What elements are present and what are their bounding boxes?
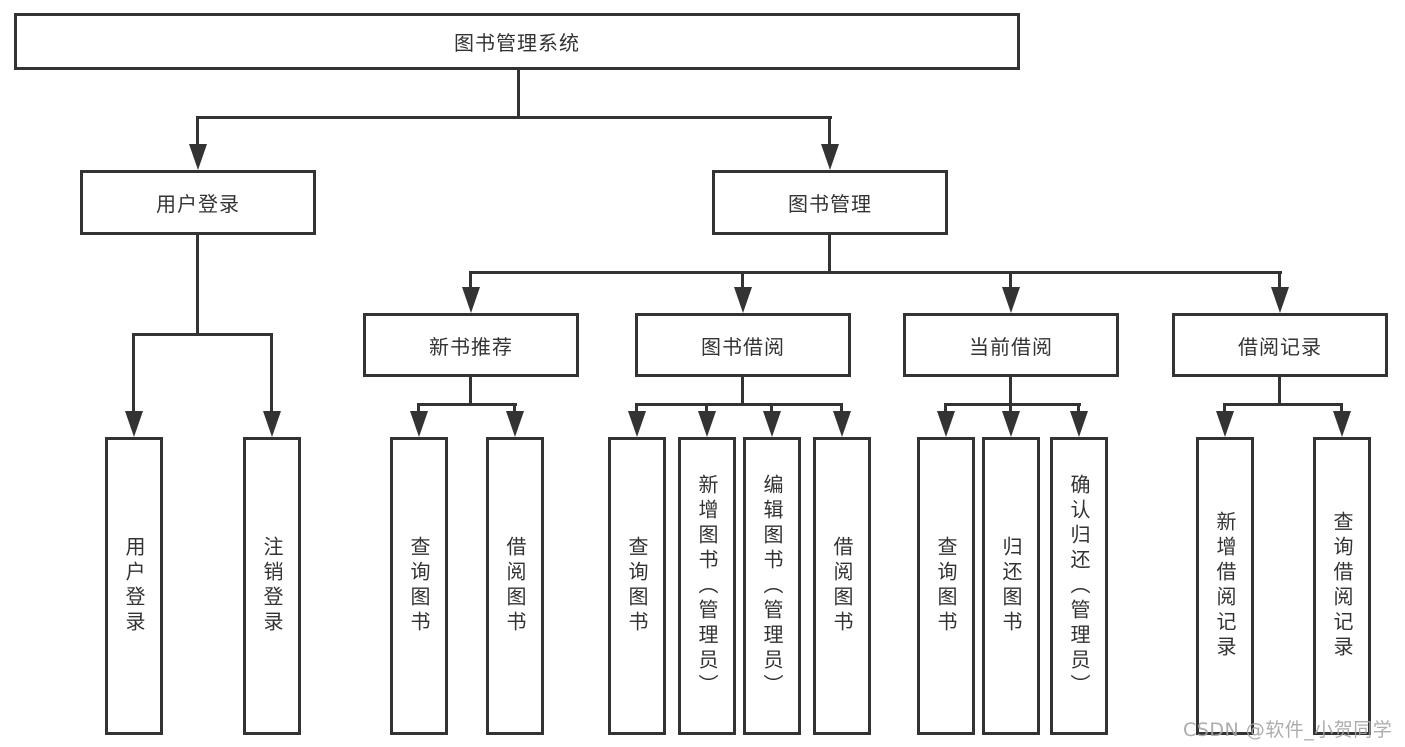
node-library-management-system: 图书管理系统 [14, 13, 1020, 70]
arrow-down-icon [1271, 287, 1289, 313]
node-current-borrowing: 当前借阅 [903, 313, 1119, 377]
node-label: 借阅图书 [830, 536, 854, 636]
arrow-down-icon [763, 411, 781, 437]
connector-shaft [469, 271, 472, 291]
arrow-down-icon [1002, 287, 1020, 313]
arrow-down-icon [628, 411, 646, 437]
leaf-borrow-books-borrowing: 借阅图书 [813, 437, 871, 735]
node-label: 当前借阅 [969, 334, 1053, 359]
connector-shaft [513, 403, 516, 415]
node-label: 归还图书 [999, 536, 1023, 636]
node-book-borrowing: 图书借阅 [635, 313, 851, 377]
node-user-login: 用户登录 [80, 170, 316, 235]
connector-stem [828, 235, 831, 274]
node-label: 用户登录 [122, 536, 146, 636]
node-label: 新书推荐 [429, 334, 513, 359]
node-label: 查询图书 [934, 536, 958, 636]
leaf-borrow-books-recommend: 借阅图书 [486, 437, 544, 735]
leaf-query-books-current: 查询图书 [917, 437, 975, 735]
arrow-down-icon [937, 411, 955, 437]
node-label: 查询图书 [625, 536, 649, 636]
node-label: 查询图书 [407, 536, 431, 636]
arrow-down-icon [410, 411, 428, 437]
leaf-user-login: 用户登录 [105, 437, 163, 735]
node-label: 图书管理 [788, 192, 872, 216]
node-label: 确认归还（管理员） [1067, 473, 1091, 699]
connector-branch [635, 403, 843, 406]
connector-shaft [1009, 403, 1012, 415]
node-label: 借阅图书 [503, 536, 527, 636]
node-label: 图书借阅 [701, 334, 785, 359]
connector-root-branch [197, 116, 832, 119]
node-label: 借阅记录 [1238, 334, 1322, 359]
connector-shaft [840, 403, 843, 415]
connector-shaft [741, 271, 744, 291]
connector-shaft [1223, 403, 1226, 415]
connector-shaft [635, 403, 638, 415]
connector-stem [741, 377, 744, 406]
arrow-down-icon [189, 144, 207, 170]
leaf-logout: 注销登录 [243, 437, 301, 735]
arrow-down-icon [506, 411, 524, 437]
leaf-return-books: 归还图书 [982, 437, 1040, 735]
leaf-query-borrow-record: 查询借阅记录 [1313, 437, 1371, 735]
leaf-query-books-recommend: 查询图书 [390, 437, 448, 735]
node-book-management: 图书管理 [712, 170, 948, 235]
connector-branch [944, 403, 1081, 406]
connector-stem [469, 377, 472, 406]
arrow-down-icon [1333, 411, 1351, 437]
connector-shaft [1077, 403, 1080, 415]
node-label: 新增借阅记录 [1213, 511, 1237, 661]
leaf-query-books-borrowing: 查询图书 [608, 437, 666, 735]
node-new-book-recommend: 新书推荐 [363, 313, 579, 377]
connector-branch [132, 333, 273, 336]
connector-shaft [705, 403, 708, 415]
leaf-add-borrow-record: 新增借阅记录 [1196, 437, 1254, 735]
node-label: 编辑图书（管理员） [760, 473, 784, 699]
connector-shaft [270, 333, 273, 413]
connector-branch [417, 403, 517, 406]
connector-shaft [1278, 271, 1281, 291]
connector-root-stem [517, 70, 520, 118]
connector-stem [196, 235, 199, 335]
connector-shaft [417, 403, 420, 415]
node-label: 用户登录 [156, 192, 240, 216]
leaf-add-book-admin: 新增图书（管理员） [678, 437, 736, 735]
node-borrowing-records: 借阅记录 [1172, 313, 1388, 377]
connector-shaft [196, 116, 199, 148]
csdn-watermark: CSDN @软件_小贺同学 [1183, 719, 1393, 741]
connector-shaft [944, 403, 947, 415]
connector-shaft [770, 403, 773, 415]
arrow-down-icon [125, 411, 143, 437]
connector-branch [469, 271, 1282, 274]
connector-shaft [1340, 403, 1343, 415]
arrow-down-icon [462, 287, 480, 313]
leaf-confirm-return-admin: 确认归还（管理员） [1050, 437, 1108, 735]
connector-stem [1009, 377, 1012, 406]
connector-stem [1278, 377, 1281, 406]
node-label: 图书管理系统 [454, 31, 580, 55]
connector-shaft [828, 116, 831, 148]
arrow-down-icon [1216, 411, 1234, 437]
arrow-down-icon [1070, 411, 1088, 437]
connector-shaft [1009, 271, 1012, 291]
leaf-edit-book-admin: 编辑图书（管理员） [743, 437, 801, 735]
connector-branch [1223, 403, 1343, 406]
arrow-down-icon [698, 411, 716, 437]
node-label: 新增图书（管理员） [695, 473, 719, 699]
arrow-down-icon [734, 287, 752, 313]
connector-shaft [132, 333, 135, 413]
node-label: 注销登录 [260, 536, 284, 636]
arrow-down-icon [833, 411, 851, 437]
node-label: 查询借阅记录 [1330, 511, 1354, 661]
arrow-down-icon [263, 411, 281, 437]
arrow-down-icon [821, 144, 839, 170]
arrow-down-icon [1002, 411, 1020, 437]
